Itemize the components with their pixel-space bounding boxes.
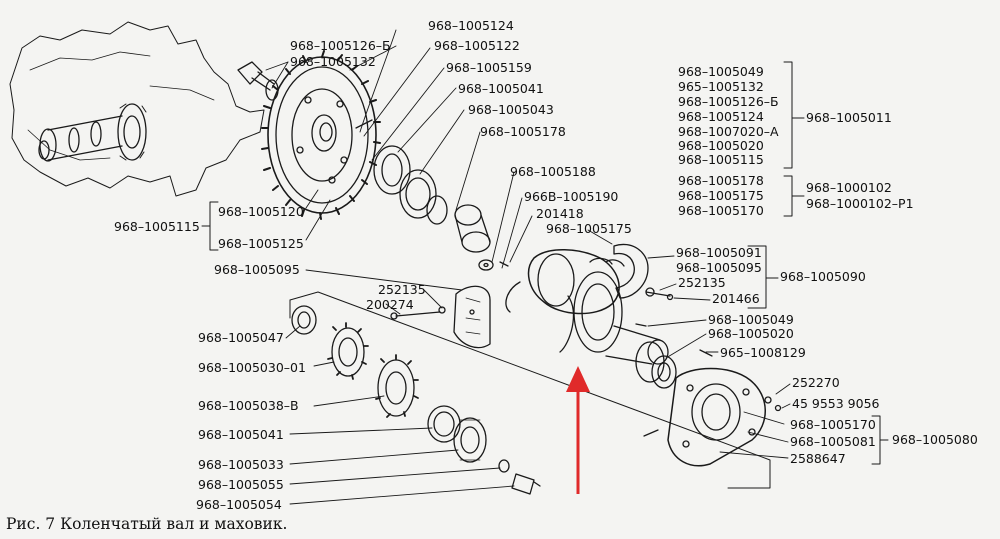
brackets — [202, 62, 888, 464]
label-968-1005080: 968–1005080 — [892, 432, 978, 447]
part-968-1005055 — [498, 459, 510, 473]
label-968-1005055: 968–1005055 — [198, 477, 284, 492]
label-968-1005120: 968–1005120 — [218, 204, 304, 219]
bearing-968-1005033 — [453, 417, 487, 463]
group1-item: 968–1007020–А — [678, 124, 779, 139]
label-968-1005091: 968–1005091 — [676, 245, 762, 260]
group1-item: 968–1005020 — [678, 138, 764, 153]
group2-target: 968–1000102 — [806, 180, 892, 195]
part-968-1005054 — [512, 474, 540, 494]
group1-item: 968–1005115 — [678, 152, 764, 167]
key-pin — [636, 324, 646, 326]
label-252270: 252270 — [792, 375, 840, 390]
label-968-1005033: 968–1005033 — [198, 457, 284, 472]
leader-lines — [266, 30, 790, 504]
group1-item: 968–1005049 — [678, 64, 764, 79]
label-968-1005175: 968–1005175 — [546, 221, 632, 236]
label-965-1008129: 965–1008129 — [720, 345, 806, 360]
label-968-1005049-mid: 968–1005049 — [708, 312, 794, 327]
dowel — [644, 430, 658, 436]
label-968-1005126-b: 968–1005126–Б — [290, 38, 391, 53]
label-966b-1005190: 966В–1005190 — [524, 189, 619, 204]
label-201466: 201466 — [712, 291, 760, 306]
label-968-1005188: 968–1005188 — [510, 164, 596, 179]
figure-caption: Рис. 7 Коленчатый вал и маховик. — [6, 515, 288, 533]
gear-968-1005030 — [328, 323, 368, 379]
group1-target: 968–1005011 — [806, 110, 892, 125]
label-968-1005041-top: 968–1005041 — [458, 81, 544, 96]
label-200274: 200274 — [366, 297, 414, 312]
ring-968-1005041 — [373, 145, 411, 195]
bushing-968-1005178 — [454, 204, 491, 253]
group1-item: 965–1005132 — [678, 79, 764, 94]
label-968-1005047: 968–1005047 — [198, 330, 284, 345]
cam-gear-inner — [38, 103, 147, 162]
label-252135-left: 252135 — [378, 282, 426, 297]
gear-968-1005038 — [376, 355, 418, 417]
engine-block-outline — [10, 22, 264, 196]
ring-968-1005043 — [399, 169, 437, 219]
label-968-1005043: 968–1005043 — [468, 102, 554, 117]
seal-968-1005049 — [635, 341, 677, 389]
label-968-1005054: 968–1005054 — [196, 497, 282, 512]
label-968-1005115-left: 968–1005115 — [114, 219, 200, 234]
group2-item: 968–1005175 — [678, 188, 764, 203]
label-968-1005030-01: 968–1005030–01 — [198, 360, 306, 375]
label-968-1005132: 968–1005132 — [290, 54, 376, 69]
group2-item: 968–1005178 — [678, 173, 764, 188]
label-968-1005159: 968–1005159 — [446, 60, 532, 75]
label-968-1005041-bottom: 968–1005041 — [198, 427, 284, 442]
pin-965 — [700, 350, 712, 356]
label-968-1005038-v: 968–1005038–В — [198, 398, 299, 413]
label-968-1005125: 968–1005125 — [218, 236, 304, 251]
label-252135-right: 252135 — [678, 275, 726, 290]
group2-target: 968–1000102–Р1 — [806, 196, 914, 211]
group2-item: 968–1005170 — [678, 203, 764, 218]
label-968-1005095-left: 968–1005095 — [214, 262, 300, 277]
red-arrow — [566, 366, 590, 494]
crankshaft — [506, 250, 669, 365]
bearing-shell-968-1005095 — [454, 286, 490, 347]
label-968-1005170-bottom: 968–1005170 — [790, 417, 876, 432]
bolt-252135-right — [645, 287, 674, 301]
bolt-252135-left — [390, 306, 446, 320]
label-968-1005095-right: 968–1005095 — [676, 260, 762, 275]
label-968-1005122: 968–1005122 — [434, 38, 520, 53]
label-968-1005090: 968–1005090 — [780, 269, 866, 284]
label-968-1005178: 968–1005178 — [480, 124, 566, 139]
label-45-9553-9056: 45 9553 9056 — [792, 396, 880, 411]
label-968-1005124-top: 968–1005124 — [428, 18, 514, 33]
group1-item: 968–1005124 — [678, 109, 764, 124]
label-968-1005081: 968–1005081 — [790, 434, 876, 449]
label-968-1005020-mid: 968–1005020 — [708, 326, 794, 341]
bearing-shell-968-1005091 — [606, 244, 648, 298]
group1-item: 968–1005126–Б — [678, 94, 779, 109]
rear-cover-housing — [668, 369, 782, 466]
ring-small — [426, 195, 448, 225]
washer-966b — [478, 259, 508, 271]
label-201418: 201418 — [536, 206, 584, 221]
ring-968-1005047 — [291, 305, 317, 335]
ring-968-1005041-bottom — [427, 405, 461, 443]
label-2588647: 2588647 — [790, 451, 846, 466]
